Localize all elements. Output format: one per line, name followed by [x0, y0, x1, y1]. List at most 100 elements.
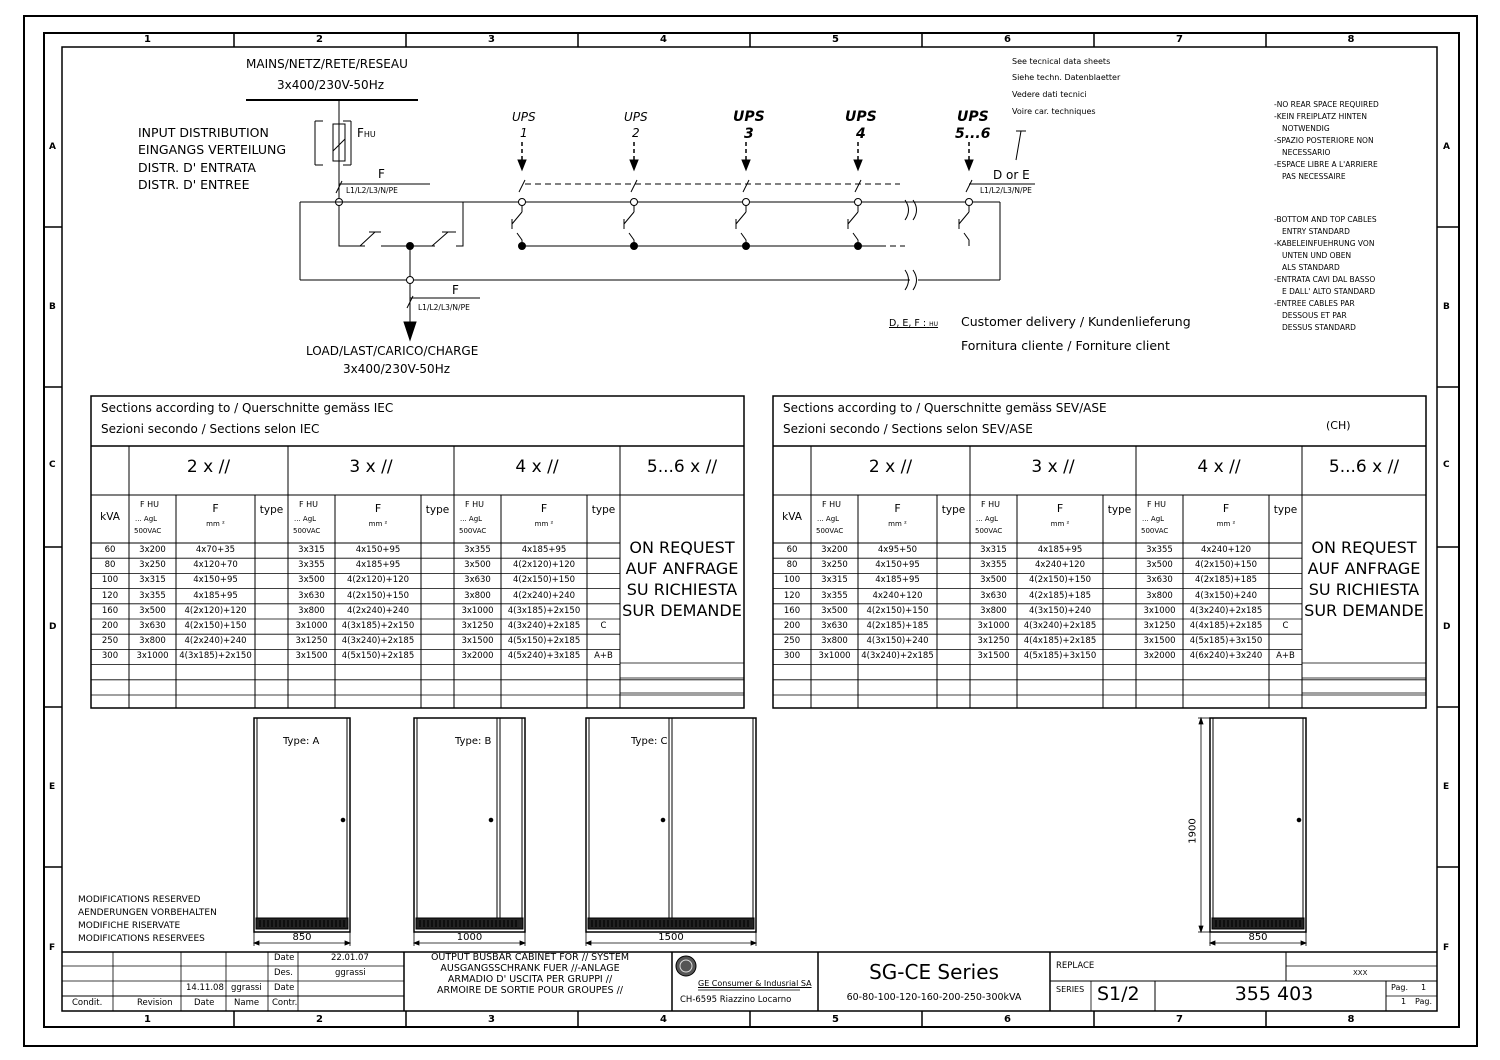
bypass-line-left [338, 205, 365, 247]
cabinet-plinth [1211, 917, 1305, 930]
date-label-3: Date [194, 998, 215, 1008]
table-cell: 3x355 [980, 560, 1007, 571]
ups-1-number: 1 [520, 126, 528, 140]
table-title-line-1: Sections according to / Querschnitte gem… [101, 401, 394, 415]
table-cell: 4(2x185)+185 [866, 621, 929, 631]
row-label-right: D [1443, 622, 1451, 632]
fhu-header-agl: ... AgL [135, 515, 158, 523]
fhu-header: F HU [822, 500, 842, 509]
cabinet-handle [660, 817, 666, 823]
table-cell: 4(3x240)+2x185 [341, 636, 415, 647]
cable-entry-note-line: DESSUS STANDARD [1282, 323, 1356, 332]
f-header: F [894, 502, 901, 515]
cabinet-plinth [587, 917, 755, 930]
column-label-bottom: 7 [1176, 1014, 1183, 1025]
table-cell: 3x500 [464, 560, 491, 571]
rear-space-note-line: -ESPACE LIBRE A L'ARRIERE [1274, 160, 1378, 169]
series-title: SG-CE Series [869, 960, 999, 984]
company-address: CH-6595 Riazzino Locarno [680, 995, 792, 1005]
f-header: F [212, 502, 219, 515]
ups-switch [847, 205, 859, 246]
ups-slash [630, 179, 638, 193]
ups-node [518, 198, 526, 206]
fhu-header-agl: ... AgL [460, 515, 483, 523]
description-line-3: ARMADIO D' USCITA PER GRUPPI // [447, 974, 613, 985]
table-cell: 3x355 [464, 545, 491, 555]
table-cell: 3x1250 [461, 621, 494, 631]
ups-switch [735, 205, 747, 246]
row-label-right: C [1443, 460, 1450, 470]
column-label-bottom: 2 [316, 1014, 323, 1025]
table-group-header: 2 x // [868, 457, 913, 477]
table-cell: 3x500 [298, 575, 325, 586]
rear-space-note-line: NECESSARIO [1282, 148, 1331, 157]
table-cell: 4(2x150)+150 [184, 621, 247, 631]
table-cell: 3x250 [821, 560, 848, 571]
row-label-left: B [49, 302, 56, 312]
fhu-header-vac: 500VAC [459, 527, 487, 535]
table-cell: 3x315 [980, 545, 1007, 555]
table-cell: 3x2000 [461, 651, 494, 662]
kva-header: kVA [100, 511, 120, 523]
bypass-node [406, 242, 414, 250]
fhu-header-vac: 500VAC [975, 527, 1003, 535]
ups-2-title: UPS [624, 110, 648, 124]
cabinet-handle [340, 817, 346, 823]
on-request-text: SUR DEMANDE [622, 601, 742, 620]
customer-delivery-line-2: Fornitura cliente / Forniture client [961, 338, 1170, 353]
table-cell: 4(3x150)+240 [866, 636, 929, 647]
mains-label: MAINS/NETZ/RETE/RESEAU [246, 57, 408, 71]
bypass-switch-left [359, 231, 381, 247]
table-cell: 3x800 [821, 636, 848, 647]
table-cell: 3x800 [980, 605, 1007, 616]
schematic-lines [246, 99, 1035, 342]
ups-1-title: UPS [512, 110, 536, 124]
type-header: type [591, 504, 616, 516]
table-cell: 3x1000 [461, 605, 494, 616]
modification-note-line: MODIFICATIONS RESERVEES [78, 934, 205, 944]
cabinet-outline [585, 717, 757, 933]
load-node [406, 276, 414, 284]
table-cell: 120 [101, 590, 119, 601]
table-cell: 3x1500 [977, 651, 1010, 662]
table-cell: 4x95+50 [877, 545, 918, 555]
table-cell: C [1282, 621, 1289, 631]
series-label: SERIES [1056, 985, 1085, 994]
table-cell: 4(5x240)+3x185 [507, 651, 581, 662]
table-cell: 3x1000 [1143, 605, 1176, 616]
table-cell: 60 [786, 545, 798, 555]
on-request-text: ON REQUEST [1311, 538, 1417, 557]
revision-name: ggrassi [231, 983, 262, 993]
middle-border [43, 32, 1460, 1028]
load-arrow [403, 321, 417, 342]
table-cell: 4x185+95 [521, 545, 567, 555]
load-voltage: 3x400/230V-50Hz [343, 362, 451, 376]
ups-arrow [964, 159, 974, 172]
table-cell: 4(4x185)+2x185 [1189, 621, 1263, 631]
fhu-label-main: F [357, 126, 364, 140]
table-cell: 4(3x240)+2x185 [861, 651, 934, 662]
table-cell: 3x2000 [1143, 651, 1176, 662]
revision-date: 14.11.08 [186, 983, 224, 993]
cable-entry-note-line: ALS STANDARD [1282, 263, 1340, 272]
f-mm-header: mm ² [534, 520, 554, 528]
contr-label: Contr. [272, 998, 298, 1008]
table-cell: 3x200 [139, 545, 166, 555]
row-label-left: D [49, 622, 57, 632]
ups-slash [742, 179, 750, 193]
cabinet-plinth [415, 917, 524, 930]
table-cell: 3x315 [821, 575, 848, 586]
column-label-top: 5 [832, 34, 839, 45]
cable-entry-note-line: -ENTREE CABLES PAR [1274, 299, 1355, 308]
table-cell: 3x355 [139, 590, 166, 601]
column-label-top: 6 [1004, 34, 1011, 45]
tech-sheets-line-3: Vedere dati tecnici [1012, 90, 1087, 99]
ge-logo-ring [679, 959, 693, 973]
fhu-header: F HU [465, 500, 485, 509]
description-line-1: OUTPUT BUSBAR CABINET FOR // SYSTEM [430, 952, 630, 963]
table-cell: 3x630 [980, 590, 1007, 601]
cable-entry-note-line: DESSOUS ET PAR [1282, 311, 1347, 320]
table-title-line-1: Sections according to / Querschnitte gem… [783, 401, 1107, 415]
table-title-line-2: Sezioni secondo / Sections selon SEV/ASE [783, 422, 1033, 436]
